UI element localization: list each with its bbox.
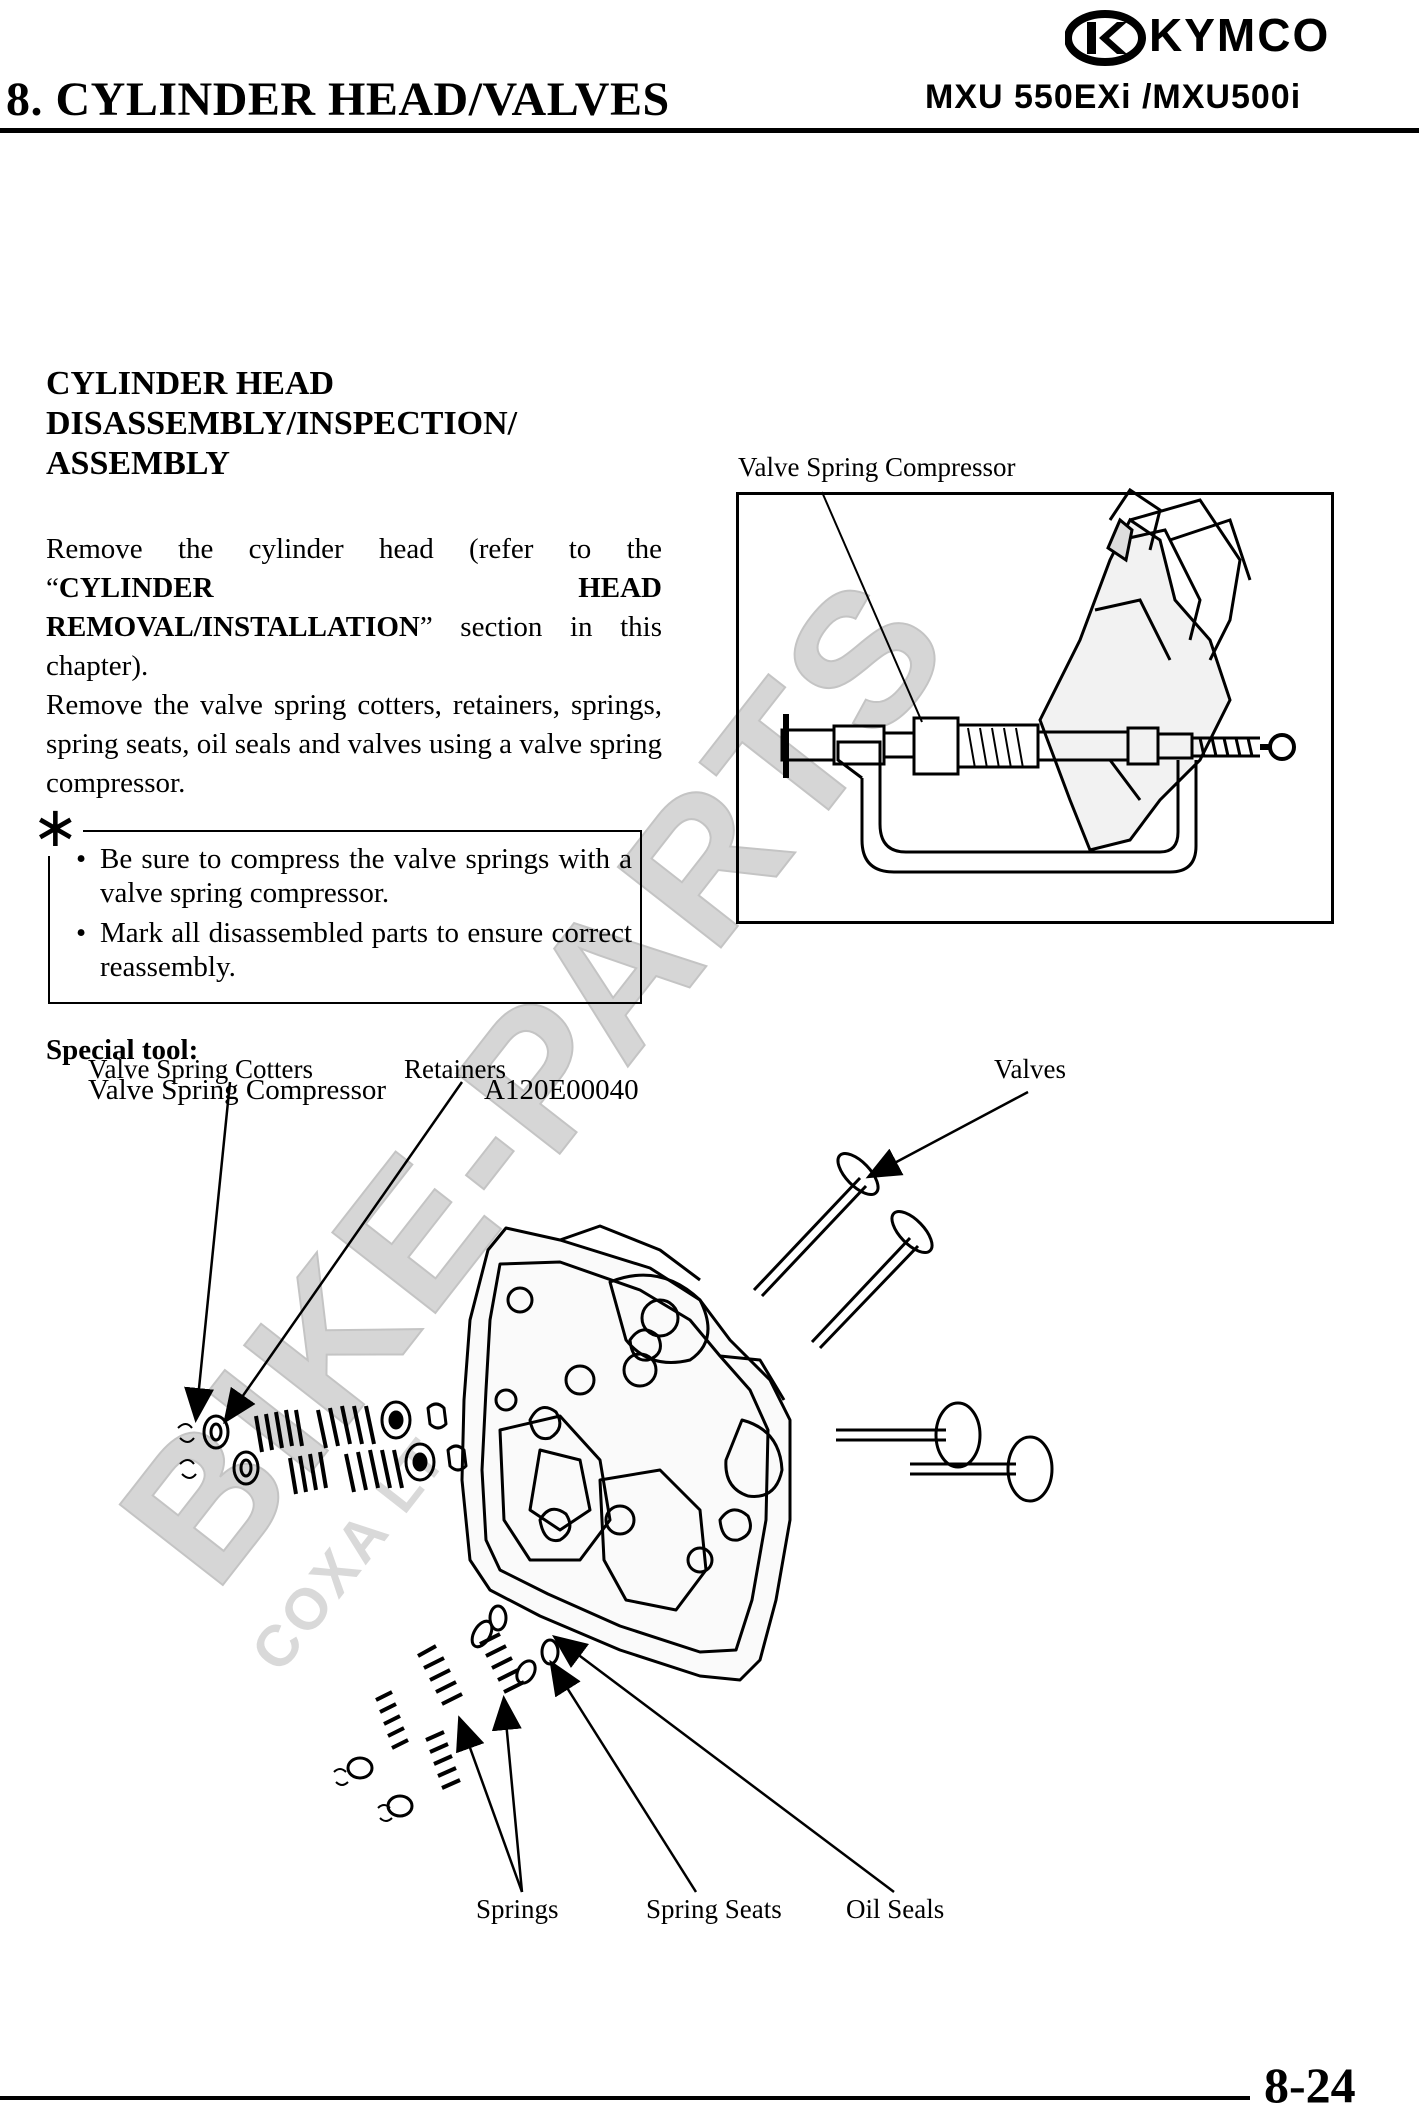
photo-caption: Valve Spring Compressor xyxy=(738,452,1016,482)
page-number: 8-24 xyxy=(1264,2057,1356,2113)
label-retainers: Retainers xyxy=(404,1054,506,1084)
special-tool-label: Special tool: xyxy=(46,1034,199,1066)
instruction-paragraph: Remove the valve spring cotters, retaine… xyxy=(46,689,662,799)
label-oil-seals: Oil Seals xyxy=(846,1894,945,1924)
instruction-reference: CYLINDER HEAD REMOVAL/INSTALLATION xyxy=(46,572,662,643)
section-heading-line: ASSEMBLY xyxy=(46,445,230,482)
model-name: MXU 550EXi /MXU500i xyxy=(925,78,1302,116)
instruction-text: Remove the cylinder head (refer to the “ xyxy=(46,533,662,604)
caution-text: Be sure to compress the valve springs wi… xyxy=(100,843,632,909)
section-heading-line: DISASSEMBLY/INSPECTION/ xyxy=(46,405,518,442)
section-heading-line: CYLINDER HEAD xyxy=(46,365,335,402)
brand-name: KYMCO xyxy=(1149,9,1331,61)
caution-item: • Mark all disassembled parts to ensure c… xyxy=(76,916,632,984)
instruction-paragraph: Remove the cylinder head (refer to the “… xyxy=(46,530,662,686)
section-heading: CYLINDER HEAD DISASSEMBLY/INSPECTION/ AS… xyxy=(46,364,666,484)
chapter-title: 8. CYLINDER HEAD/VALVES xyxy=(6,73,670,126)
label-spring-seats: Spring Seats xyxy=(646,1894,782,1924)
caution-box xyxy=(48,830,642,1004)
instructions: Remove the cylinder head (refer to the “… xyxy=(46,530,662,803)
bullet-icon: • xyxy=(76,917,87,949)
special-tool-code: A120E00040 xyxy=(484,1074,639,1106)
caution-list: • Be sure to compress the valve springs w… xyxy=(76,842,632,990)
compressor-photo-frame xyxy=(736,492,1334,924)
instruction-text: ” section in this chapter). xyxy=(46,611,662,682)
label-valves: Valves xyxy=(994,1054,1066,1084)
footer-rule xyxy=(0,2096,1250,2100)
bullet-icon: • xyxy=(76,843,87,875)
caution-star-icon: ∗ xyxy=(28,800,83,856)
label-springs: Springs xyxy=(476,1894,559,1924)
caution-text: Mark all disassembled parts to ensure co… xyxy=(100,917,632,983)
caution-item: • Be sure to compress the valve springs w… xyxy=(76,842,632,910)
brand-logo: KYMCO xyxy=(1065,9,1410,66)
special-tool-name: Valve Spring Compressor xyxy=(88,1074,387,1106)
kymco-emblem-icon xyxy=(1065,10,1146,66)
header-rule xyxy=(0,128,1419,133)
label-valve-spring-cotters: Valve Spring Cotters xyxy=(88,1054,313,1084)
